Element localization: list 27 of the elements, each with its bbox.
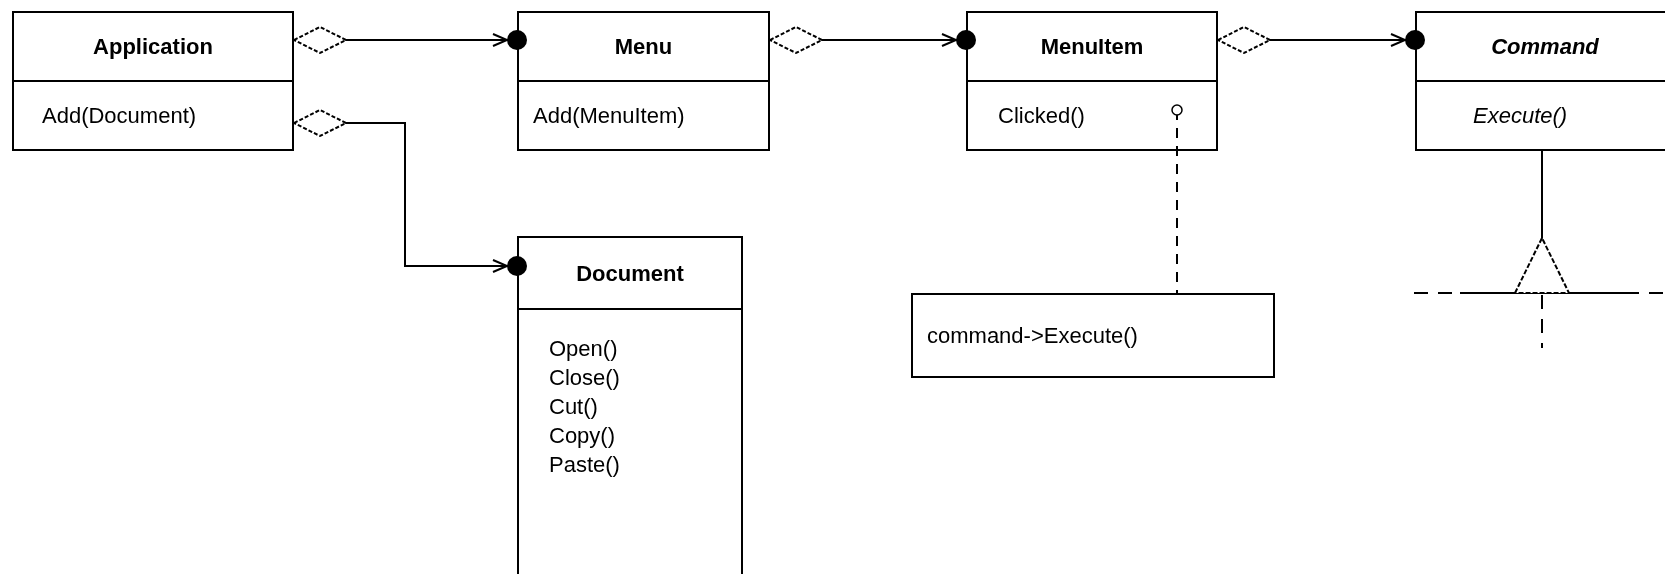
class-name: MenuItem: [1040, 33, 1144, 61]
aggregation-arrow: [293, 109, 528, 277]
operation-text: Execute(): [1473, 102, 1569, 130]
operation-text: Add(Document): [42, 102, 198, 130]
class-box: [517, 11, 770, 151]
aggregation-arrow: [1217, 26, 1426, 54]
class-box: [517, 236, 743, 574]
operation-text: Close(): [549, 364, 621, 392]
operation-text: Copy(): [549, 422, 616, 450]
operation-text: Cut(): [549, 393, 599, 421]
class-box: [1415, 11, 1665, 151]
operation-text: Add(MenuItem): [533, 102, 686, 130]
aggregation-arrow: [293, 26, 528, 54]
operation-text: Paste(): [549, 451, 621, 479]
generalization-line: [1514, 150, 1570, 294]
class-box: [966, 11, 1218, 151]
note-box: [911, 293, 1275, 378]
class-name: Application: [93, 33, 213, 61]
note-connector: [1171, 104, 1183, 294]
class-name: Command: [1491, 33, 1599, 61]
class-name: Document: [576, 259, 684, 288]
note-text: command->Execute(): [926, 322, 1138, 350]
class-name: Menu: [614, 33, 673, 61]
operation-text: Clicked(): [998, 102, 1086, 130]
class-box: [12, 11, 294, 151]
aggregation-arrow: [769, 26, 977, 54]
operation-text: Open(): [549, 335, 619, 363]
